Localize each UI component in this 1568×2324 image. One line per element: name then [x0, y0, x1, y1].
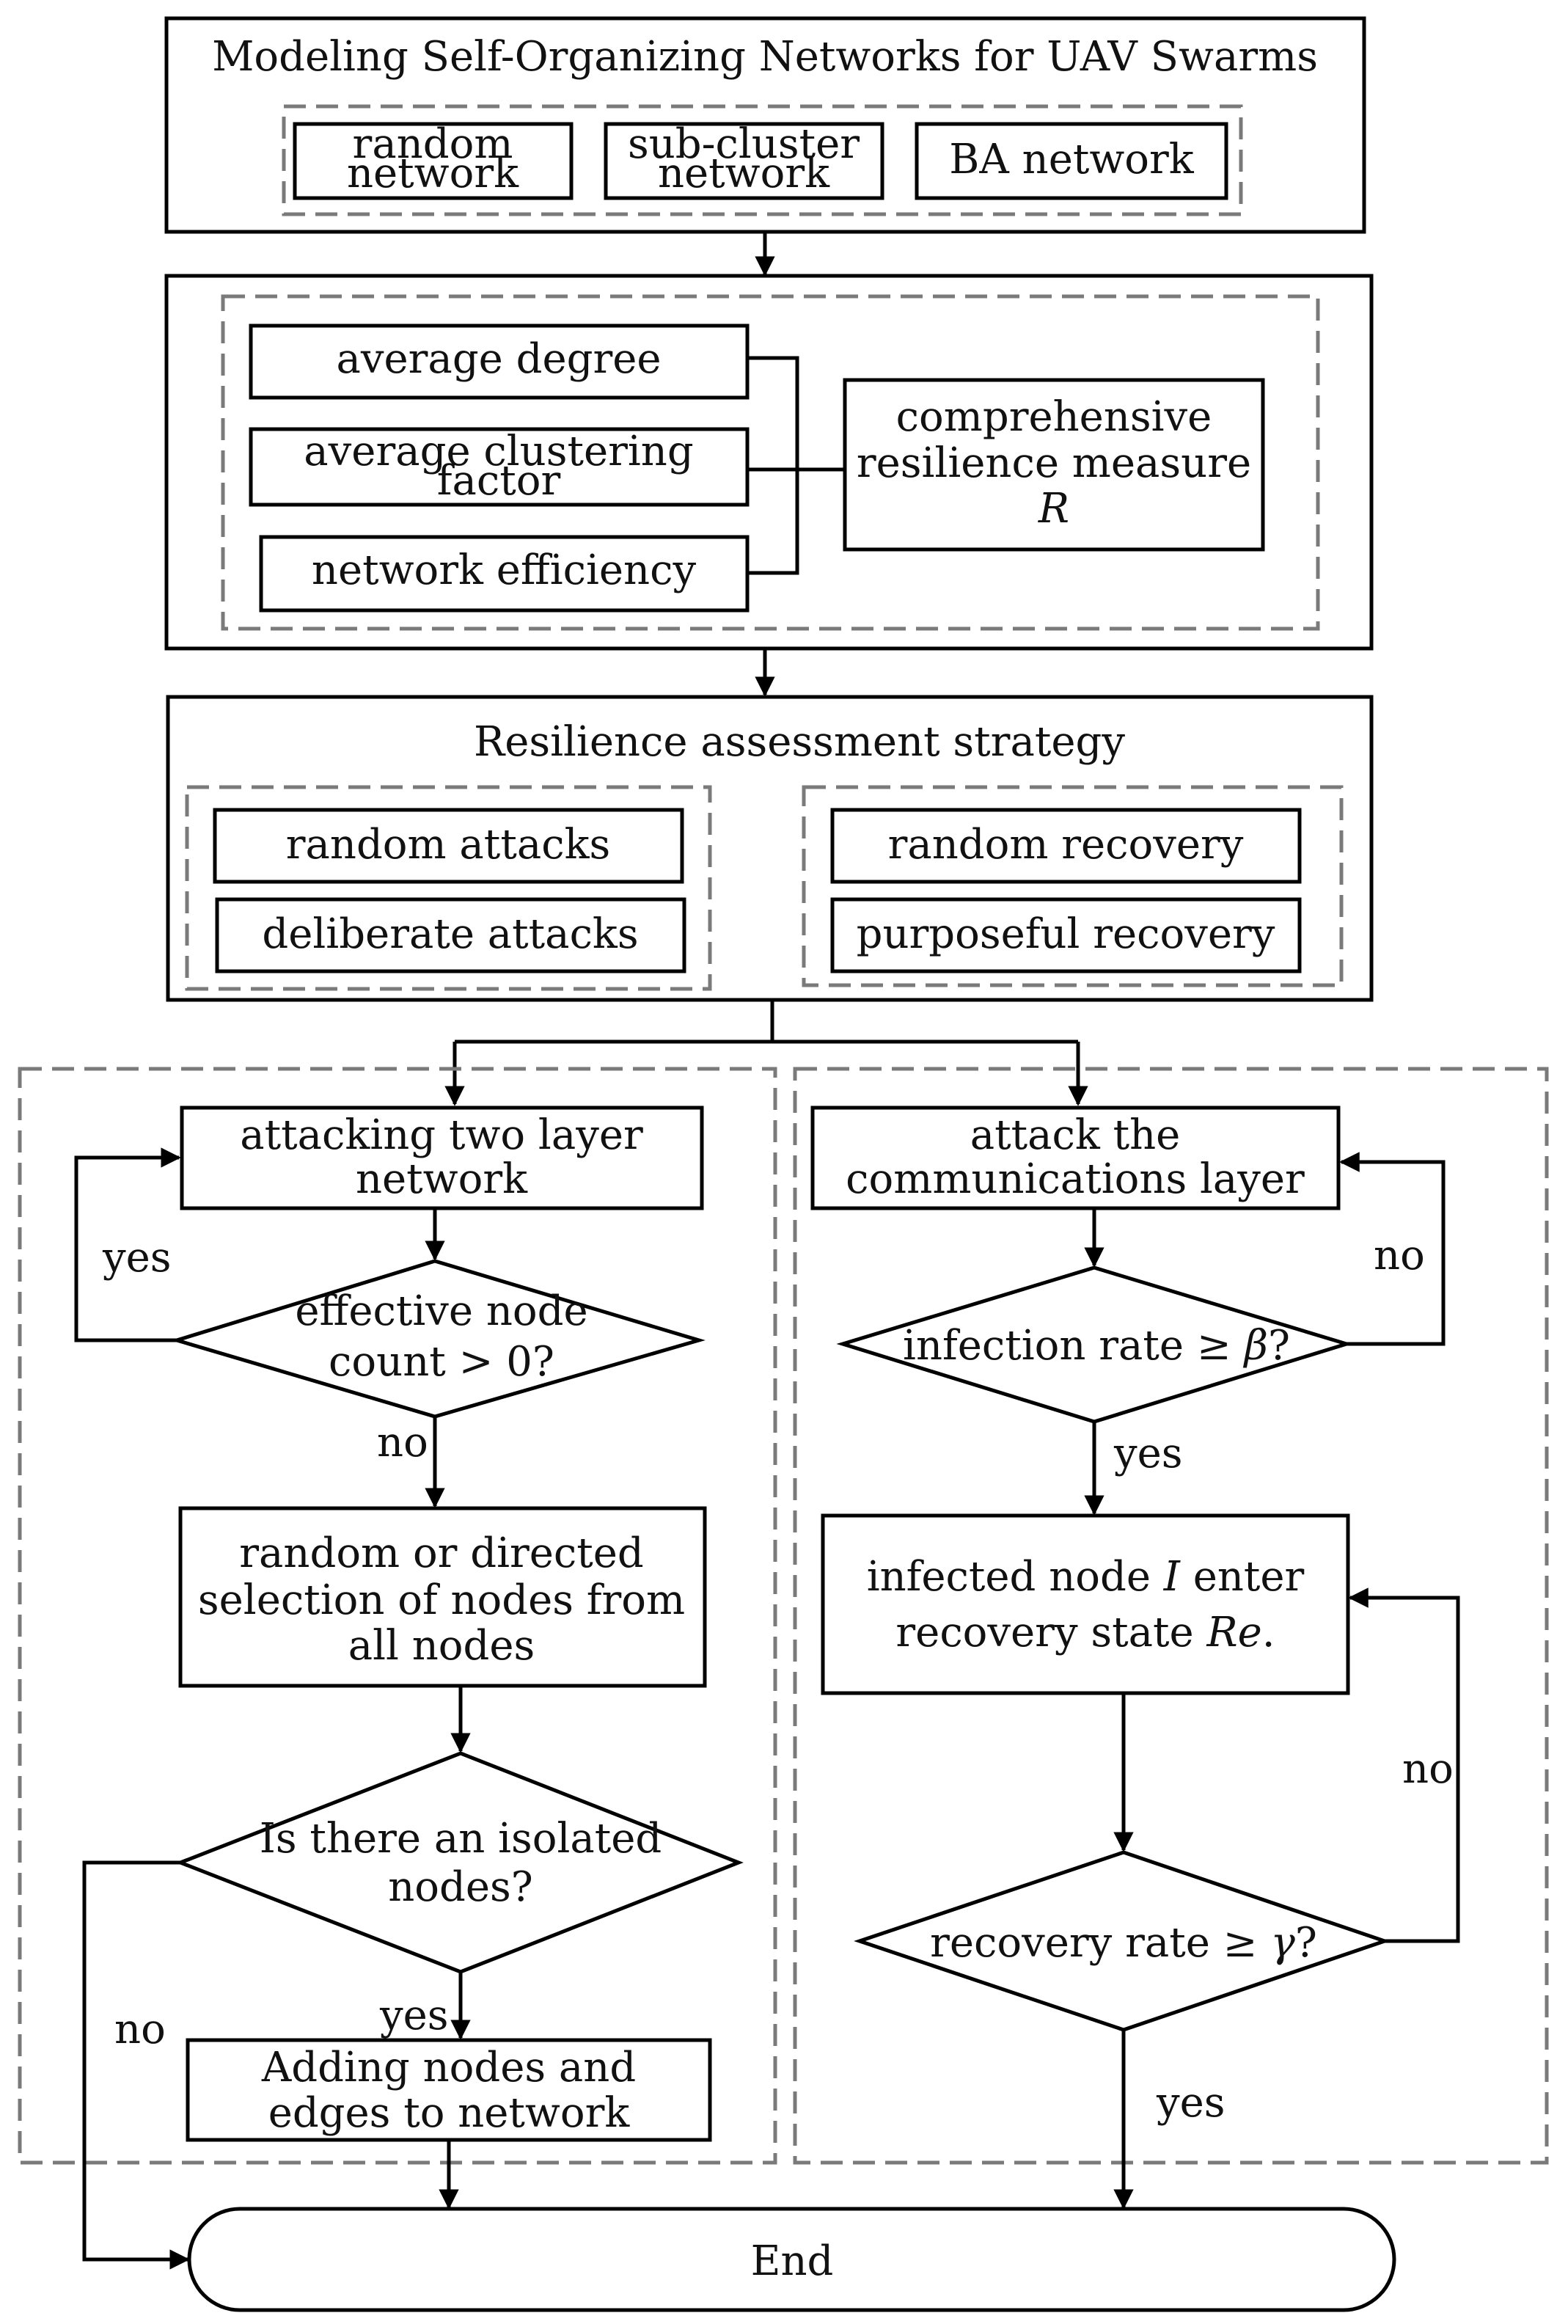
left-flow: attacking two layer network effective no…: [74, 1106, 744, 2270]
no-label-right-1: no: [1374, 1232, 1425, 1279]
select-nodes-box: [178, 1506, 707, 1688]
select-nodes-label-1: random or directed: [239, 1530, 644, 1577]
random-network-label-1: random: [353, 120, 513, 168]
yes-label-2: yes: [379, 1992, 449, 2039]
right-flow: attack the communications layer infectio…: [810, 1106, 1460, 2210]
random-recovery-label: random recovery: [888, 821, 1244, 869]
metrics-bracket: [747, 356, 799, 575]
add-nodes-edges-label-1: Adding nodes and: [261, 2044, 636, 2091]
attack-comm-layer-label-2: communications layer: [846, 1155, 1305, 1203]
add-nodes-edges-box: [186, 2038, 712, 2142]
no-label-1: no: [377, 1419, 428, 1466]
select-nodes-label-2: selection of nodes from: [198, 1576, 685, 1624]
effective-node-label-2: count > 0?: [329, 1338, 554, 1386]
gamma-symbol: γ: [1270, 1919, 1295, 1967]
effective-node-label-1: effective node: [295, 1287, 587, 1335]
recovery-types-group: [802, 785, 1344, 987]
infection-rate-suffix: ?: [1268, 1322, 1290, 1370]
recovery-rate-text: recovery rate ≥: [930, 1919, 1270, 1967]
no-label-right-2: no: [1402, 1745, 1454, 1793]
isolated-nodes-label-1: Is there an isolated: [260, 1815, 662, 1863]
yes-label-1: yes: [102, 1234, 172, 1282]
random-network-box: [293, 122, 574, 200]
metrics-frame: [164, 274, 1374, 651]
metrics-section: average degree average clustering factor…: [164, 274, 1374, 651]
recovery-state-var: Re: [1206, 1609, 1261, 1656]
recovery-rate-suffix: ?: [1295, 1919, 1317, 1967]
attack-comm-layer-box: [810, 1106, 1341, 1210]
deliberate-attacks-box: [215, 897, 686, 973]
subcluster-network-box: [604, 122, 884, 200]
resilience-measure-label-1: comprehensive: [896, 393, 1212, 441]
resilience-measure-symbol: R: [1038, 485, 1069, 533]
isolated-nodes-label-2: nodes?: [388, 1863, 533, 1911]
loop-no-back-to-attack: [1339, 1152, 1446, 1346]
isolated-nodes-decision: [175, 1751, 744, 1974]
purposeful-recovery-box: [830, 897, 1302, 973]
purposeful-recovery-label: purposeful recovery: [857, 910, 1275, 958]
attack-types-group: [185, 785, 712, 991]
recovery-state-text: recovery state: [895, 1609, 1206, 1656]
random-attacks-box: [213, 808, 684, 884]
left-flow-region: [18, 1067, 777, 2165]
loop-no-back-to-recovery: [1348, 1587, 1460, 1943]
attacking-two-layer-label-1: attacking two layer: [240, 1111, 643, 1159]
recovery-state-label-2: recovery state Re.: [895, 1609, 1275, 1656]
infection-rate-label: infection rate ≥ β?: [903, 1322, 1290, 1370]
ba-network-box: [915, 122, 1228, 200]
enter-text: enter: [1180, 1553, 1305, 1601]
infected-node-text: infected node: [867, 1553, 1164, 1601]
add-nodes-edges-label-2: edges to network: [268, 2089, 631, 2137]
right-flow-region: [793, 1067, 1549, 2165]
ba-network-label: BA network: [949, 136, 1195, 183]
recovery-state-box: [821, 1513, 1350, 1695]
no-label-2: no: [114, 2006, 166, 2053]
random-attacks-label: random attacks: [286, 821, 611, 869]
recovery-state-period: .: [1262, 1609, 1275, 1656]
average-degree-box: [249, 324, 750, 400]
network-efficiency-label: network efficiency: [312, 547, 697, 594]
network-efficiency-box: [259, 535, 750, 613]
strategy-title: Resilience assessment strategy: [474, 718, 1125, 766]
loop-yes-back-to-attack: [74, 1147, 181, 1342]
select-nodes-label-3: all nodes: [348, 1622, 535, 1670]
average-degree-label: average degree: [337, 335, 662, 383]
subcluster-network-label-2: network: [658, 150, 830, 197]
average-clustering-label-2: factor: [437, 457, 561, 505]
average-clustering-label-1: average clustering: [304, 428, 693, 475]
strategy-frame: [166, 695, 1374, 1002]
network-types-group: [282, 104, 1243, 216]
modeling-section: Modeling Self-Organizing Networks for UA…: [164, 16, 1366, 234]
infected-node-var: I: [1163, 1553, 1182, 1601]
attacking-two-layer-label-2: network: [356, 1155, 528, 1203]
random-network-label-2: network: [347, 150, 519, 197]
arrow-no-to-end: [82, 1860, 190, 2270]
beta-symbol: β: [1243, 1322, 1268, 1370]
attacking-two-layer-box: [180, 1106, 704, 1210]
random-recovery-box: [830, 808, 1302, 884]
strategy-section: Resilience assessment strategy random at…: [166, 695, 1374, 1002]
end-terminal: [187, 2207, 1396, 2312]
resilience-measure-label-2: resilience measure: [857, 439, 1251, 487]
modeling-title: Modeling Self-Organizing Networks for UA…: [212, 33, 1318, 81]
recovery-rate-label: recovery rate ≥ γ?: [930, 1919, 1317, 1967]
yes-label-right-2: yes: [1156, 2079, 1226, 2127]
yes-label-right-1: yes: [1113, 1430, 1183, 1477]
end-label: End: [751, 2237, 834, 2285]
resilience-measure-box: [843, 378, 1265, 552]
deliberate-attacks-label: deliberate attacks: [262, 910, 638, 958]
attack-comm-layer-label-1: attack the: [970, 1111, 1181, 1159]
recovery-state-label-1: infected node I enter: [867, 1553, 1305, 1601]
infection-rate-text: infection rate ≥: [903, 1322, 1245, 1370]
metrics-group: [221, 294, 1320, 631]
average-clustering-box: [249, 427, 750, 507]
subcluster-network-label-1: sub-cluster: [628, 120, 860, 168]
